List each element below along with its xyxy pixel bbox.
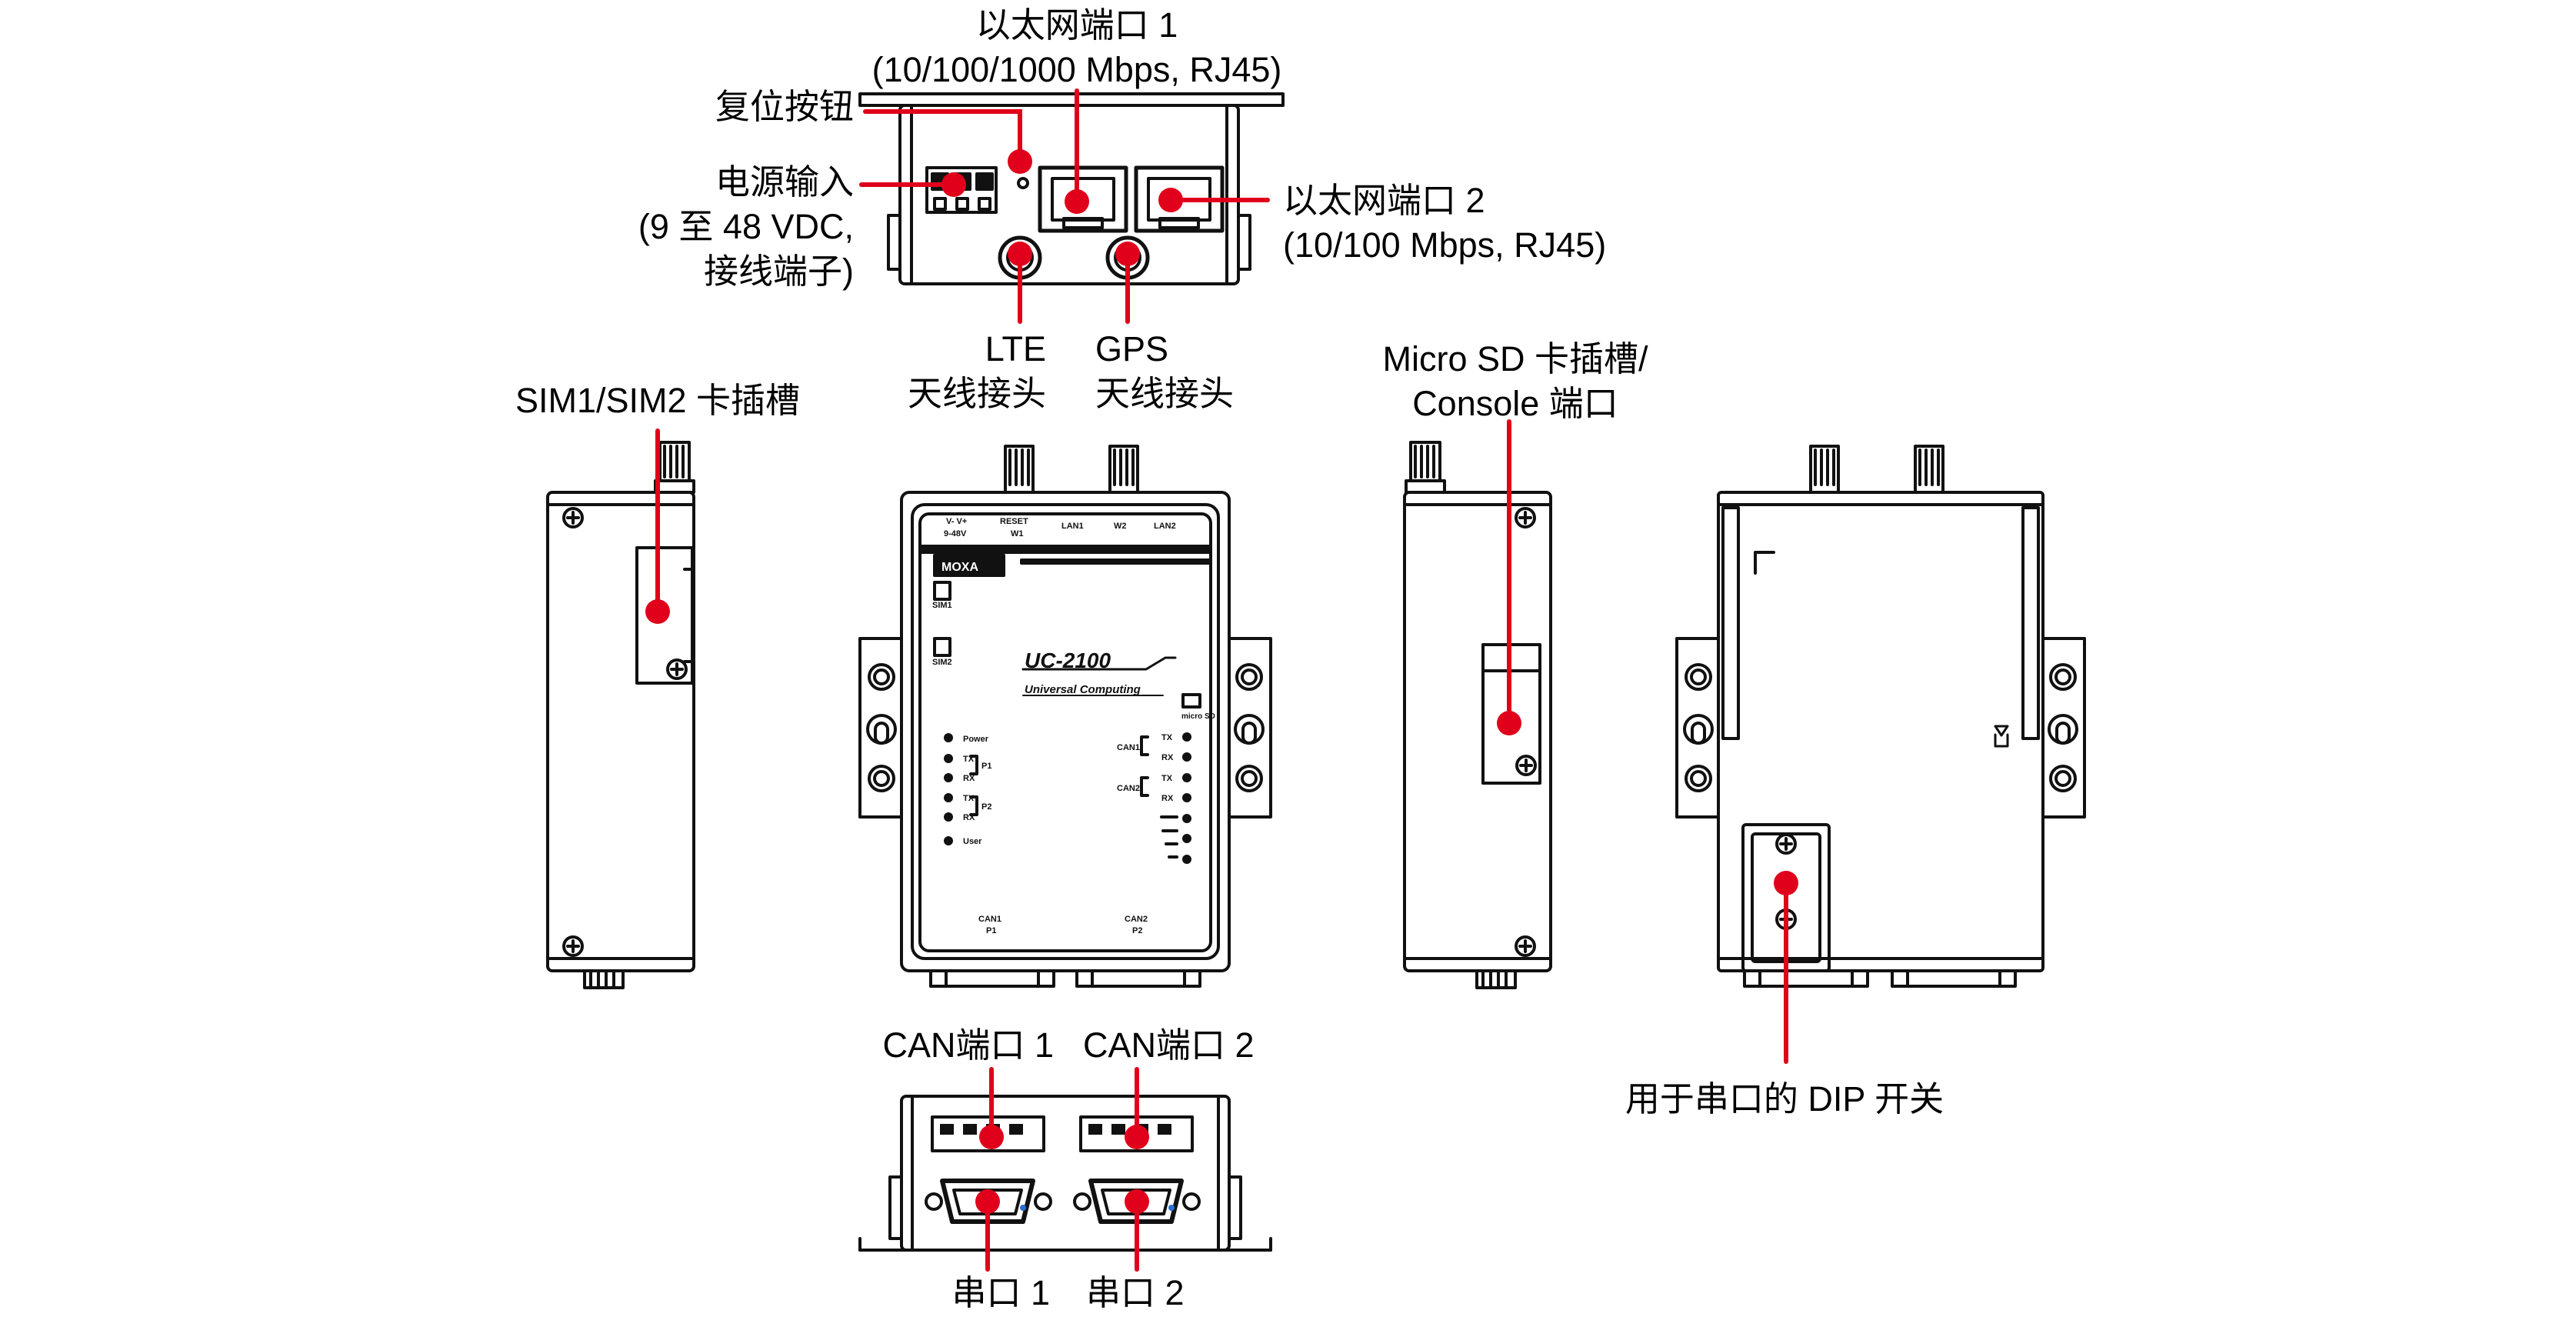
dot-can2 [1125,1125,1149,1149]
back-view [1675,445,2086,988]
label-sim: SIM1/SIM2 卡插槽 [515,381,801,420]
front-leds [944,732,1191,864]
top-w2-label: W2 [1114,522,1127,531]
top-v-range-label: 9-48V [944,529,967,538]
moxa-logo [933,554,1005,577]
dot-sd [1497,711,1521,735]
label-dip: 用于串口的 DIP 开关 [1625,1079,1944,1119]
led-label-rx2: RX [963,813,975,822]
db9-port-2 [1088,1179,1184,1224]
label-reset: 复位按钮 [715,87,854,126]
dot-lte [1008,242,1032,266]
dot-serial1 [975,1189,1000,1214]
label-power-line1: 电源输入 [715,162,854,202]
callout-lines [655,88,1788,1272]
bottom-p1-label: P1 [986,926,996,935]
label-sd-line2: Console 端口 [1412,384,1618,423]
sim2-label: SIM2 [932,658,952,667]
dot-power [941,172,966,197]
label-lte-line2: 天线接头 [907,374,1046,413]
bottom-can2-label: CAN2 [1125,915,1148,924]
led-label-tx1: TX [963,755,975,764]
front-view [858,445,1272,988]
rj45-port-1 [1038,165,1128,233]
dot-gps [1115,242,1140,266]
label-eth1: 以太网端口 1 (10/100/1000 Mbps, RJ45) [846,3,1308,92]
label-eth2-line2: (10/100 Mbps, RJ45) [1283,225,1607,265]
dot-eth2 [1158,188,1183,212]
dot-sim [645,599,670,624]
led-label-user: User [963,837,982,846]
top-lan2-label: LAN2 [1154,522,1176,531]
dot-can1 [979,1125,1004,1149]
moxa-logo-text: MOXA [941,561,978,574]
dot-dip [1774,871,1798,895]
top-reset-label: RESET [1000,517,1028,526]
top-v-label: V- V+ [946,517,967,526]
label-eth2: 以太网端口 2 (10/100 Mbps, RJ45) [1283,178,1745,268]
label-gps-line2: 天线接头 [1095,374,1235,413]
led-label-rx1: RX [963,774,975,783]
model-label: UC-2100 [1025,648,1111,672]
can2-side-label: CAN2 [1117,784,1140,793]
led-label-tx2: TX [963,794,975,803]
dot-serial2 [1125,1189,1149,1214]
dot-reset [1008,149,1032,174]
model-subtitle: Universal Computing [1025,683,1141,696]
label-gps-line1: GPS [1095,329,1169,368]
top-w1-label: W1 [1011,529,1024,538]
label-eth1-line1: 以太网端口 1 [975,5,1178,45]
power-terminal [925,166,998,214]
label-power-line2: (9 至 48 VDC, [638,207,854,246]
callout-dots [645,149,1798,1214]
label-eth2-line1: 以太网端口 2 [1283,181,1485,220]
label-sd-line1: Micro SD 卡插槽/ [1382,339,1648,378]
reset-hole [1017,177,1029,189]
db9-port-1 [940,1179,1035,1224]
can-terminal-1 [931,1115,1045,1152]
led-label-power: Power [963,735,989,744]
left-side-view [546,441,695,989]
led-label-can-rx1: RX [1161,753,1174,762]
bottom-panel-view [858,1095,1272,1252]
p1-label: P1 [981,762,991,771]
label-serial2: 串口 2 [1086,1273,1185,1312]
led-label-can-tx1: TX [1161,733,1173,742]
can1-side-label: CAN1 [1117,743,1140,752]
bottom-can1-label: CAN1 [978,915,1001,924]
label-can1: CAN端口 1 [882,1025,1054,1065]
micro-sd-label: micro SD [1181,712,1215,721]
led-label-can-rx2: RX [1161,794,1174,803]
label-sd: Micro SD 卡插槽/ Console 端口 [1308,337,1723,426]
label-gps: GPS 天线接头 [1095,327,1295,416]
sim1-label: SIM1 [932,601,952,610]
label-power: 电源输入 (9 至 48 VDC, 接线端子) [538,160,854,294]
top-panel-view [858,92,1285,285]
sim-slot-cover [635,546,694,685]
label-eth1-line2: (10/100/1000 Mbps, RJ45) [871,50,1282,89]
bottom-p2-label: P2 [1132,926,1142,935]
micro-sd-cover [1481,643,1541,785]
label-power-line3: 接线端子) [704,252,854,291]
label-lte-line1: LTE [985,329,1046,368]
label-serial1: 串口 1 [951,1273,1050,1312]
dot-eth1 [1065,189,1089,214]
right-side-view [1403,441,1552,989]
p2-label: P2 [981,802,991,812]
label-can2: CAN端口 2 [1083,1025,1255,1065]
top-lan1-label: LAN1 [1061,522,1084,531]
led-label-can-tx2: TX [1161,774,1173,783]
label-lte: LTE 天线接头 [846,327,1046,416]
